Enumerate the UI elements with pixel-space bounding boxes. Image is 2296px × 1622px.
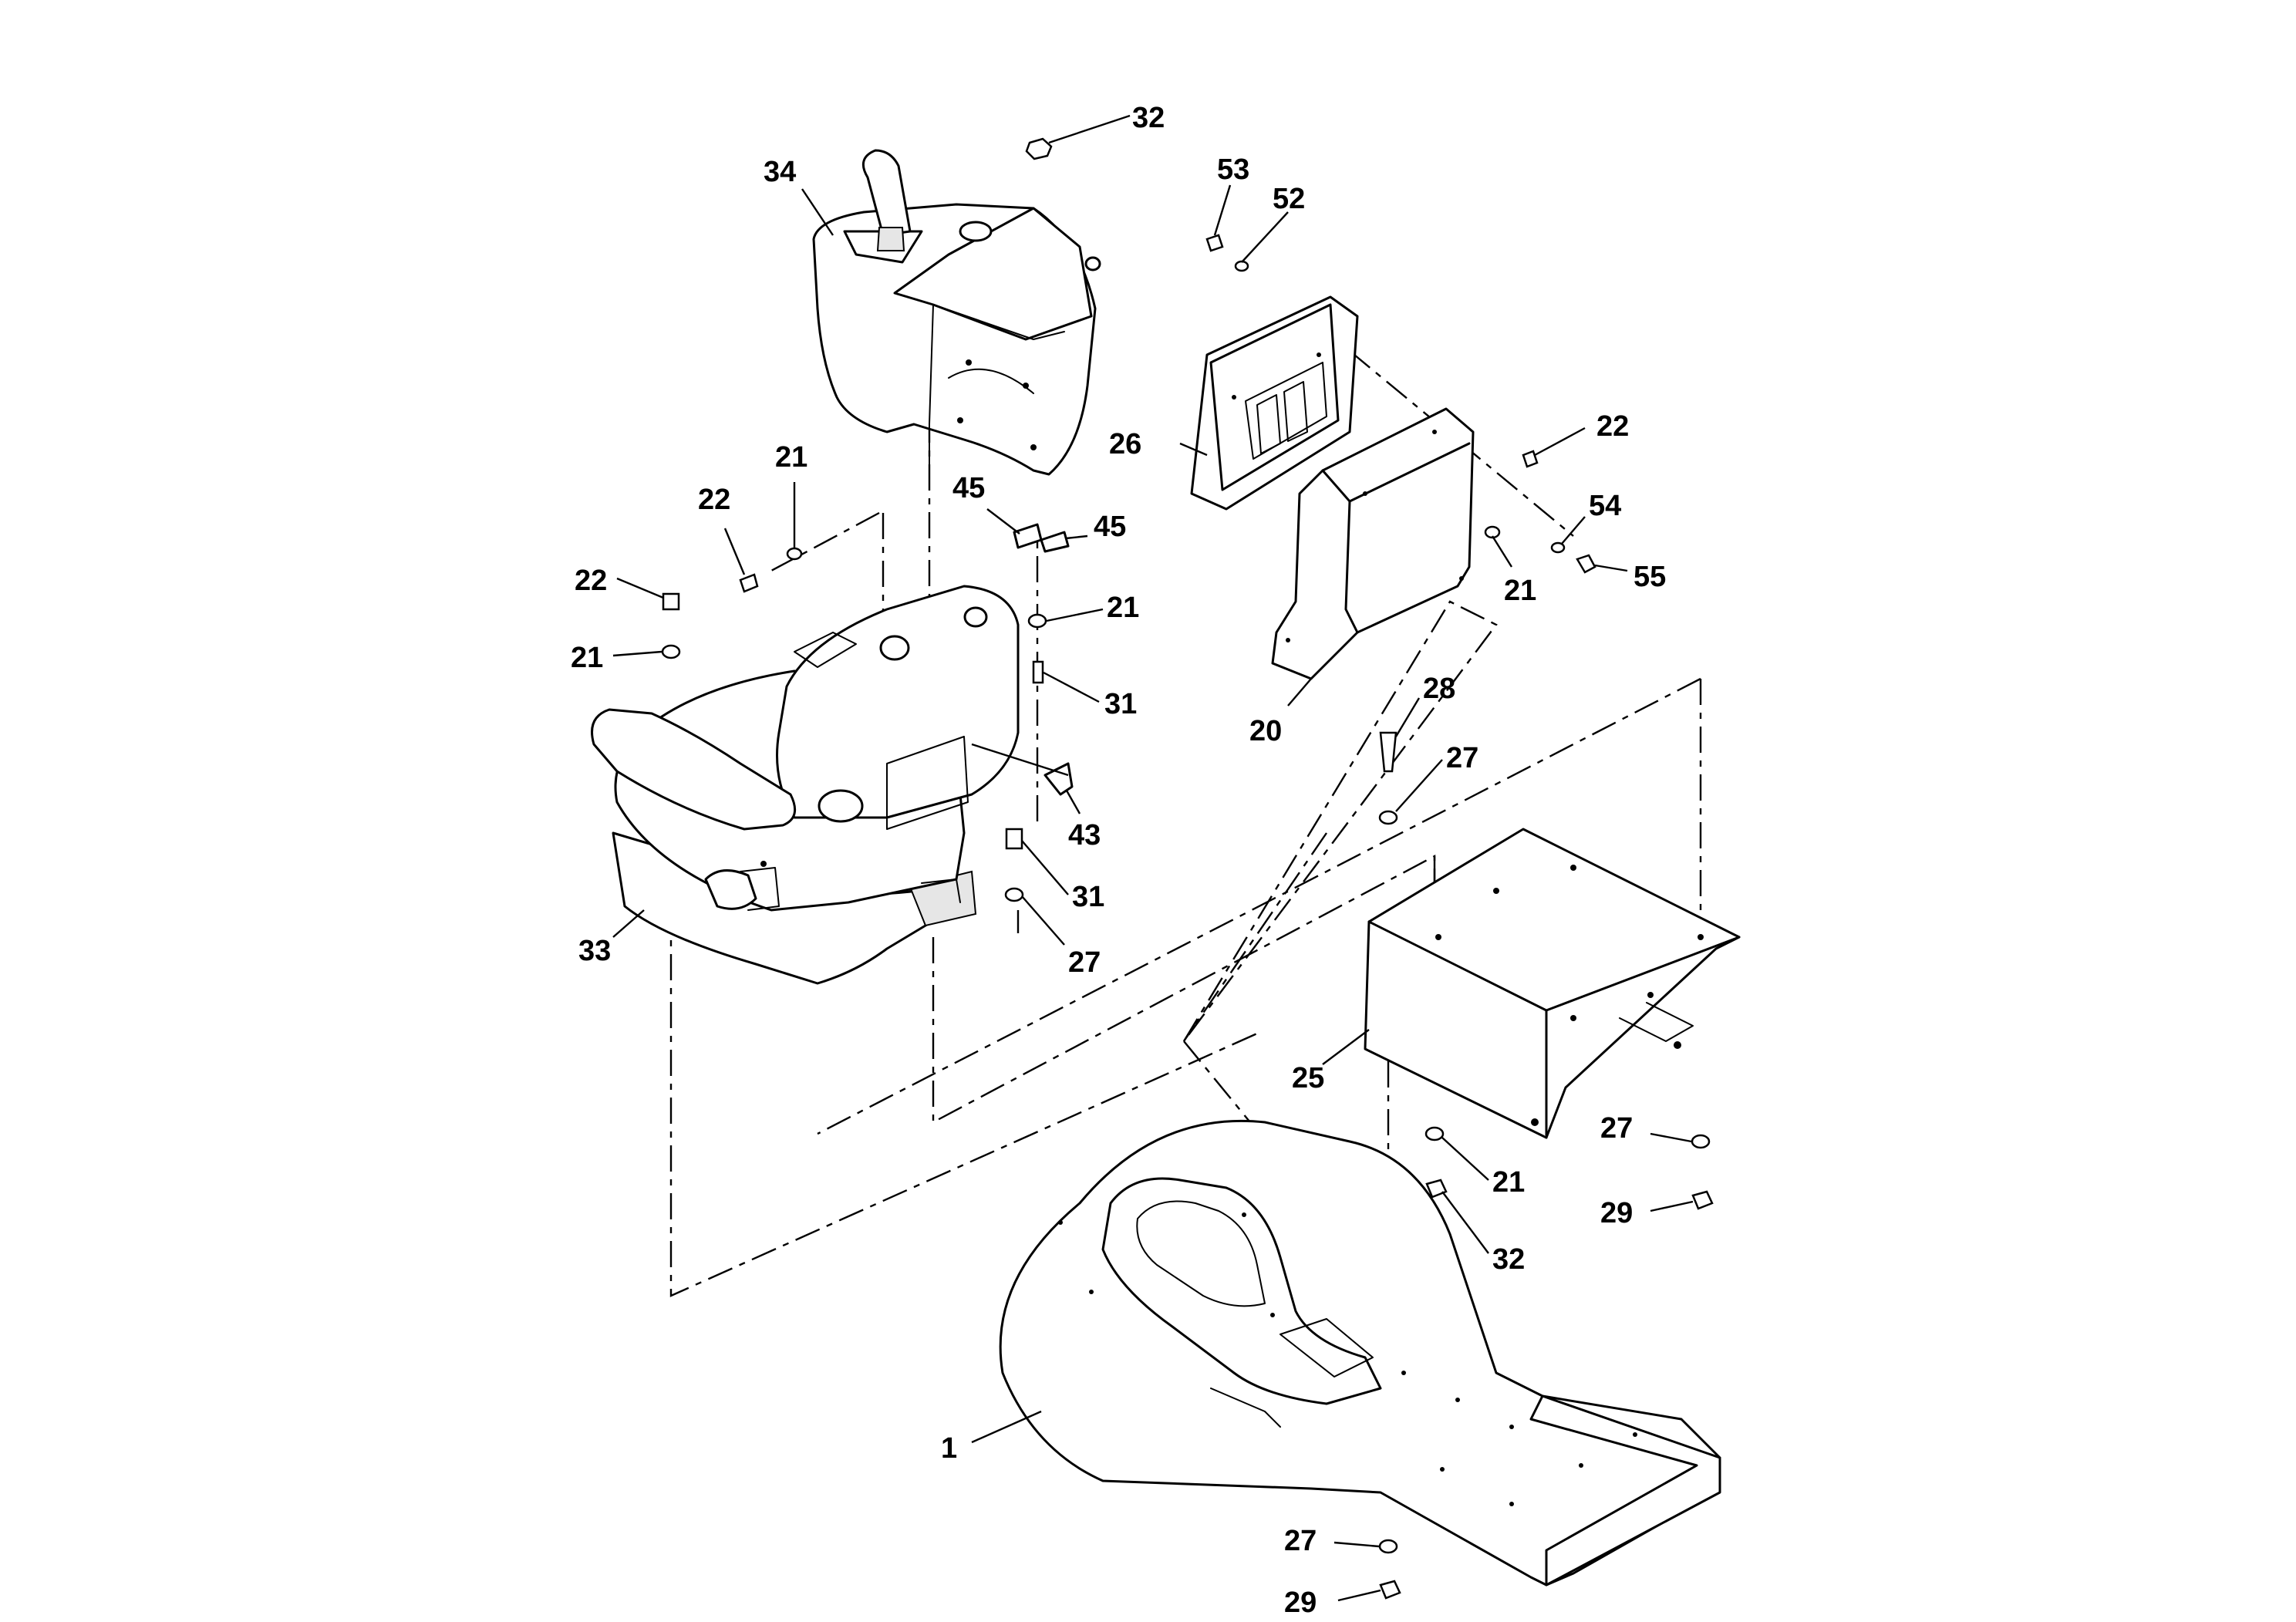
leader-lines — [612, 114, 1694, 1602]
callout-21: 21 — [1504, 575, 1536, 607]
callout-34: 34 — [764, 156, 796, 188]
callout-labels: 32 34 53 52 26 22 54 55 21 20 21 22 22 2… — [571, 102, 1666, 1619]
clip-45[interactable] — [1013, 523, 1070, 553]
callout-45: 45 — [1094, 511, 1126, 543]
callout-52: 52 — [1273, 183, 1305, 215]
callout-27: 27 — [1446, 742, 1478, 774]
callout-21: 21 — [571, 642, 603, 674]
callout-29: 29 — [1284, 1587, 1317, 1619]
callout-26: 26 — [1109, 428, 1141, 460]
callout-55: 55 — [1633, 561, 1666, 593]
callout-21: 21 — [1492, 1166, 1525, 1199]
callout-31: 31 — [1072, 881, 1104, 913]
callout-21: 21 — [775, 441, 807, 474]
callout-28: 28 — [1423, 673, 1455, 705]
callout-27: 27 — [1284, 1525, 1317, 1557]
callout-25: 25 — [1292, 1062, 1324, 1094]
callout-32: 32 — [1492, 1243, 1525, 1276]
callout-43: 43 — [1068, 819, 1101, 851]
callout-32: 32 — [1132, 102, 1165, 134]
callout-22: 22 — [575, 565, 607, 597]
callout-27: 27 — [1600, 1112, 1633, 1145]
nut-icon — [1025, 137, 1053, 160]
callout-21: 21 — [1107, 592, 1139, 624]
instrument-panel[interactable] — [1190, 295, 1359, 511]
clip-43[interactable] — [1043, 762, 1074, 796]
hardware — [661, 137, 1714, 1600]
callout-22: 22 — [1596, 410, 1629, 443]
callout-22: 22 — [698, 484, 730, 516]
operator-seat[interactable] — [591, 585, 1020, 985]
callout-31: 31 — [1104, 688, 1137, 720]
joystick-console[interactable] — [812, 149, 1101, 479]
floor-plate[interactable] — [999, 1119, 1721, 1587]
seat-bracket[interactable] — [1364, 828, 1741, 1139]
callout-27: 27 — [1068, 946, 1101, 979]
callout-45: 45 — [952, 472, 985, 504]
callout-20: 20 — [1249, 715, 1282, 747]
panel-support[interactable] — [1271, 407, 1475, 680]
callout-29: 29 — [1600, 1197, 1633, 1229]
callout-33: 33 — [578, 935, 611, 967]
callout-53: 53 — [1217, 153, 1249, 186]
callout-54: 54 — [1589, 490, 1621, 522]
callout-1: 1 — [941, 1432, 957, 1465]
